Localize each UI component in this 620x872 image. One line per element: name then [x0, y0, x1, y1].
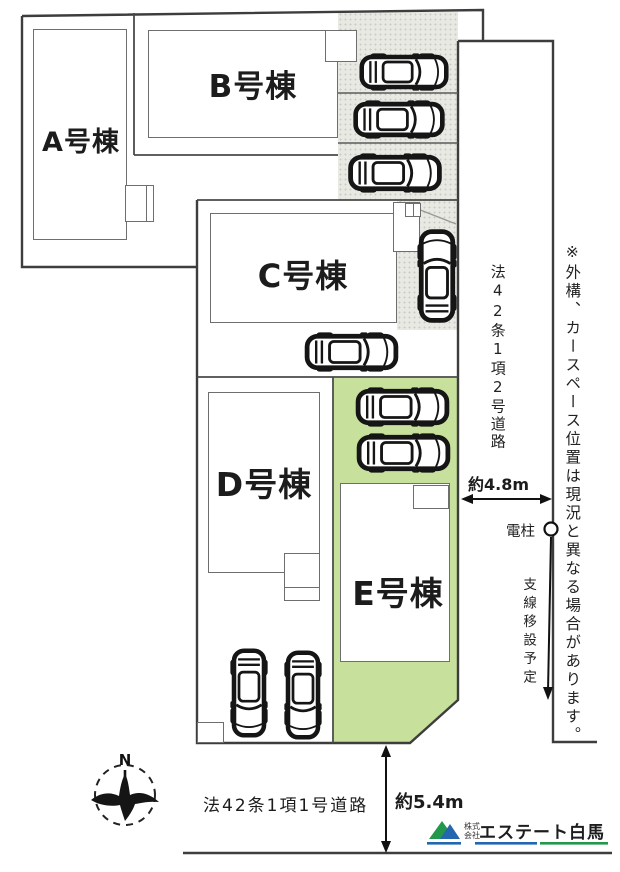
car-icon — [347, 152, 443, 194]
building-b — [148, 30, 338, 138]
compass-north-label: N — [119, 751, 132, 769]
building-a-annex — [125, 185, 154, 222]
utility-pole-label: 電柱 — [506, 524, 535, 540]
logo-company-name: エステート白馬 — [479, 822, 605, 843]
building-d-annex — [284, 553, 320, 601]
south-road-label: 法42条1項1号道路 — [203, 796, 369, 816]
building-b-annex — [325, 30, 357, 62]
car-icon — [229, 644, 269, 742]
building-c — [210, 213, 397, 323]
corner-structure — [197, 722, 224, 743]
logo-mountain-blue-icon — [440, 824, 460, 839]
building-d — [208, 392, 320, 573]
building-a-label: A号棟 — [42, 127, 120, 158]
building-e-label: E号棟 — [352, 574, 444, 613]
car-icon — [354, 386, 451, 428]
car-icon — [283, 646, 323, 744]
building-e — [340, 483, 450, 662]
car-icon — [357, 52, 451, 92]
utility-pole-icon — [543, 521, 559, 700]
site-boundary-line — [20, 8, 597, 745]
compass-icon: N — [91, 751, 159, 826]
dimension-arrow-south — [381, 745, 391, 853]
compass-bird-icon — [91, 774, 159, 821]
lot-divider-lines — [133, 13, 458, 743]
south-road-width-label: 約5.4m — [395, 792, 464, 813]
building-b-label: B号棟 — [208, 69, 298, 105]
disclaimer-note: ※外構、カースペース位置は現況と異なる場合があります。 — [563, 243, 582, 745]
east-road-label: 法42条1項2号道路 — [488, 264, 507, 451]
parking-divider-lines — [338, 92, 458, 144]
company-logo: 株式 会社 エステート白馬 — [427, 821, 608, 845]
wire-relocation-label: 支線移設予定 — [520, 577, 537, 688]
building-c-label: C号棟 — [257, 257, 349, 295]
logo-underline-mid — [475, 842, 537, 845]
building-e-annex — [413, 485, 449, 509]
east-road-width-label: 約4.8m — [468, 475, 530, 494]
car-icon — [355, 432, 452, 474]
logo-underline-icon-left — [427, 842, 461, 845]
logo-underline-right — [540, 842, 608, 845]
building-d-label: D号棟 — [215, 465, 313, 504]
building-c-utility-box — [405, 203, 421, 217]
car-icon — [303, 331, 400, 373]
car-icon — [352, 99, 446, 140]
car-icon — [416, 226, 458, 326]
logo-prefix-top: 株式 — [464, 821, 480, 831]
dimension-arrow-east — [461, 494, 552, 504]
logo-prefix-bottom: 会社 — [464, 830, 480, 840]
building-a — [33, 29, 127, 240]
